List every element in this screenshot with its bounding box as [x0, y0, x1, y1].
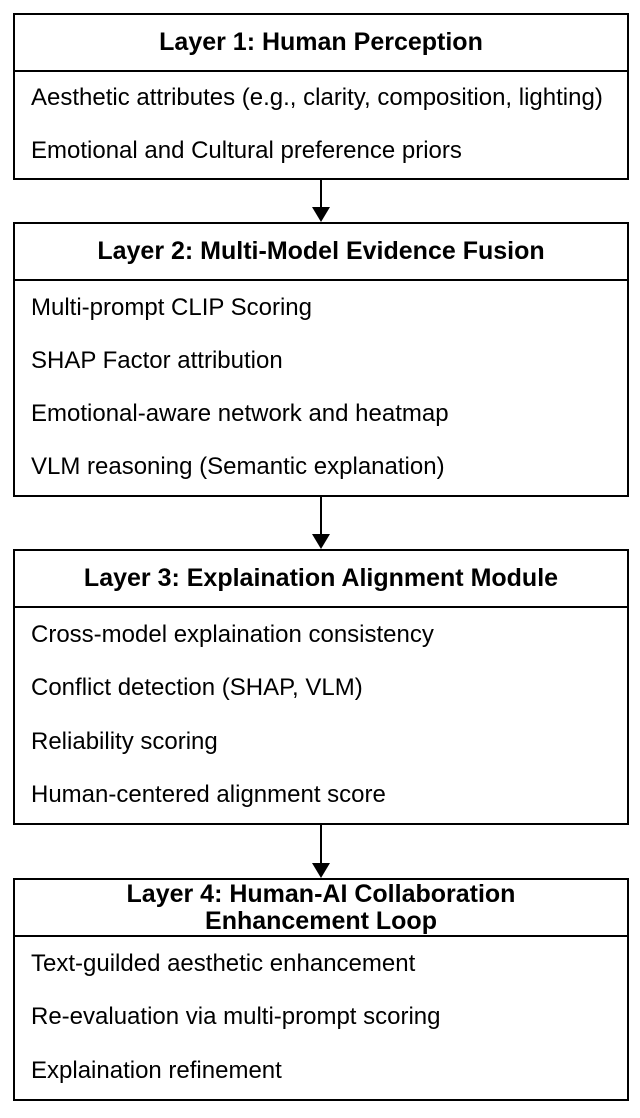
- arrow-head: [312, 863, 330, 878]
- layer-item: VLM reasoning (Semantic explanation): [31, 453, 445, 481]
- layer-4-box: Layer 4: Human-AI Collaboration Enhancem…: [13, 878, 629, 1101]
- layer-item: Emotional and Cultural preference priors: [31, 136, 462, 164]
- layer-1-body: Aesthetic attributes (e.g., clarity, com…: [15, 72, 627, 177]
- arrow-head: [312, 207, 330, 222]
- layer-3-box: Layer 3: Explaination Alignment Module C…: [13, 549, 629, 825]
- arrow-shaft: [320, 825, 322, 863]
- layer-1-title: Layer 1: Human Perception: [15, 15, 627, 72]
- layer-item: Conflict detection (SHAP, VLM): [31, 674, 363, 702]
- layer-2-body: Multi-prompt CLIP Scoring SHAP Factor at…: [15, 281, 627, 494]
- layer-1-box: Layer 1: Human Perception Aesthetic attr…: [13, 13, 629, 180]
- layer-3-body: Cross-model explaination consistency Con…: [15, 608, 627, 822]
- layer-3-title: Layer 3: Explaination Alignment Module: [15, 551, 627, 608]
- arrow-shaft: [320, 497, 322, 534]
- layer-4-body: Text-guilded aesthetic enhancement Re-ev…: [15, 937, 627, 1098]
- layer-item: Multi-prompt CLIP Scoring: [31, 293, 312, 321]
- layer-item: SHAP Factor attribution: [31, 346, 283, 374]
- layer-1-title-text: Layer 1: Human Perception: [159, 28, 483, 56]
- layer-2-box: Layer 2: Multi-Model Evidence Fusion Mul…: [13, 222, 629, 497]
- down-arrow-icon: [13, 825, 629, 878]
- layer-item: Reliability scoring: [31, 727, 218, 755]
- arrow-head: [312, 534, 330, 549]
- layer-item: Re-evaluation via multi-prompt scoring: [31, 1003, 441, 1031]
- layer-item: Emotional-aware network and heatmap: [31, 400, 449, 428]
- layer-item: Cross-model explaination consistency: [31, 620, 434, 648]
- layer-4-title-text: Layer 4: Human-AI Collaboration Enhancem…: [126, 879, 516, 935]
- layer-item: Aesthetic attributes (e.g., clarity, com…: [31, 84, 603, 112]
- layer-2-title: Layer 2: Multi-Model Evidence Fusion: [15, 224, 627, 281]
- down-arrow-icon: [13, 180, 629, 222]
- layer-2-title-text: Layer 2: Multi-Model Evidence Fusion: [97, 237, 545, 265]
- layer-item: Human-centered alignment score: [31, 781, 386, 809]
- layer-item: Text-guilded aesthetic enhancement: [31, 949, 416, 977]
- layer-item: Explaination refinement: [31, 1057, 282, 1085]
- down-arrow-icon: [13, 497, 629, 549]
- arrow-shaft: [320, 180, 322, 207]
- layer-4-title: Layer 4: Human-AI Collaboration Enhancem…: [15, 880, 627, 937]
- layer-3-title-text: Layer 3: Explaination Alignment Module: [83, 564, 559, 592]
